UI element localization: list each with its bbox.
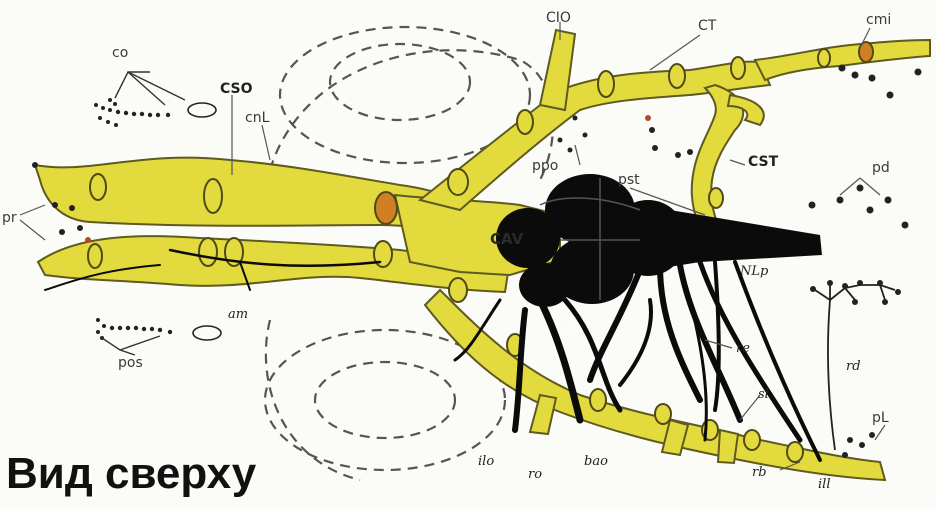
cmi-canal bbox=[755, 40, 930, 80]
label-pst: pst bbox=[618, 172, 640, 188]
label-nlp: NLp bbox=[739, 264, 769, 279]
label-rb: rb bbox=[752, 465, 767, 480]
label-cmi: cmi bbox=[866, 12, 891, 28]
label-bao: bao bbox=[584, 454, 608, 469]
co-cluster bbox=[94, 72, 216, 127]
label-ppo: ppo bbox=[532, 158, 558, 174]
label-pd: pd bbox=[872, 160, 890, 176]
label-am: am bbox=[228, 307, 248, 322]
label-ilo: ilo bbox=[478, 454, 494, 469]
label-ro: ro bbox=[528, 467, 542, 482]
label-sl: sl bbox=[758, 387, 769, 402]
label-ill: ill bbox=[818, 477, 830, 492]
label-cst: CST bbox=[748, 154, 779, 170]
label-cav-small: cav bbox=[560, 323, 580, 336]
label-co: co bbox=[112, 45, 128, 61]
pos-cluster bbox=[96, 318, 221, 355]
view-title: Вид сверху bbox=[6, 450, 256, 498]
label-pr: pr bbox=[2, 210, 17, 226]
label-cio: CIO bbox=[546, 10, 571, 26]
label-cav: CAV bbox=[490, 230, 524, 248]
label-pl: pL bbox=[872, 410, 889, 426]
label-re: re bbox=[736, 341, 750, 356]
label-cnl: cnL bbox=[245, 110, 270, 126]
label-ct: CT bbox=[698, 18, 717, 34]
label-cso: CSO bbox=[220, 81, 253, 97]
label-pos: pos bbox=[118, 355, 143, 371]
label-rd: rd bbox=[846, 359, 861, 374]
